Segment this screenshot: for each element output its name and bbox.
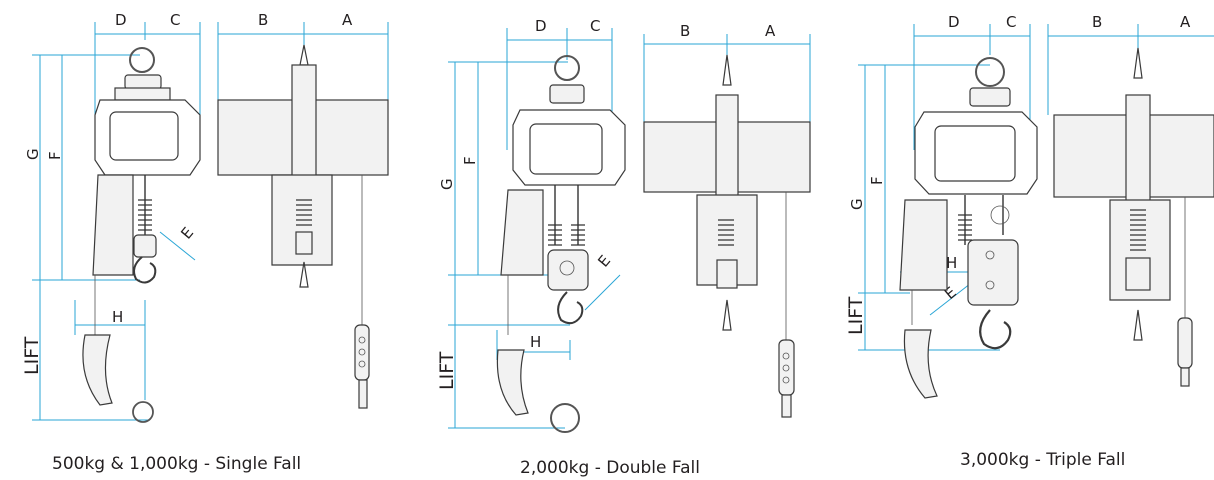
label-b-3: B xyxy=(1092,13,1102,31)
label-d-3: D xyxy=(948,13,960,31)
label-c-3: C xyxy=(1006,13,1016,31)
label-lift-2: LIFT xyxy=(436,351,458,390)
label-e-2: E xyxy=(594,252,614,271)
label-c-1: C xyxy=(170,11,180,29)
label-f-1: F xyxy=(46,151,64,160)
label-h-1: H xyxy=(112,308,123,326)
label-f-3: F xyxy=(868,176,886,185)
label-e-1: E xyxy=(177,224,197,243)
label-h-2: H xyxy=(530,333,541,351)
caption-single-fall: 500kg & 1,000kg - Single Fall xyxy=(52,454,302,474)
label-lift-1: LIFT xyxy=(21,336,43,375)
hoist-side-view-1 xyxy=(217,44,389,409)
caption-double-fall: 2,000kg - Double Fall xyxy=(520,458,700,478)
hoist-front-view-2 xyxy=(496,55,626,433)
panel-triple-fall: D C B A G F LIFT H E xyxy=(845,13,1214,399)
label-b-1: B xyxy=(258,11,268,29)
panel-single-fall: D C B A G F LIFT H E xyxy=(21,11,389,423)
label-c-2: C xyxy=(590,17,600,35)
label-d-1: D xyxy=(115,11,127,29)
label-d-2: D xyxy=(535,17,547,35)
label-g-2: G xyxy=(438,178,456,190)
label-a-3: A xyxy=(1180,13,1191,31)
label-g-3: G xyxy=(848,198,866,210)
label-h-3: H xyxy=(946,254,957,272)
hoist-front-view-1 xyxy=(82,47,201,423)
hoist-side-view-3 xyxy=(1053,47,1214,387)
hoist-front-view-3 xyxy=(899,57,1038,399)
label-f-2: F xyxy=(461,156,479,165)
label-b-2: B xyxy=(680,22,690,40)
caption-triple-fall: 3,000kg - Triple Fall xyxy=(960,450,1126,470)
label-a-1: A xyxy=(342,11,353,29)
panel-double-fall: D C B A G F LIFT H E xyxy=(436,17,811,433)
dim-lines-top-3 xyxy=(913,24,1214,150)
label-lift-3: LIFT xyxy=(845,296,867,335)
hoist-side-view-2 xyxy=(643,54,811,418)
label-a-2: A xyxy=(765,22,776,40)
label-g-1: G xyxy=(24,148,42,160)
